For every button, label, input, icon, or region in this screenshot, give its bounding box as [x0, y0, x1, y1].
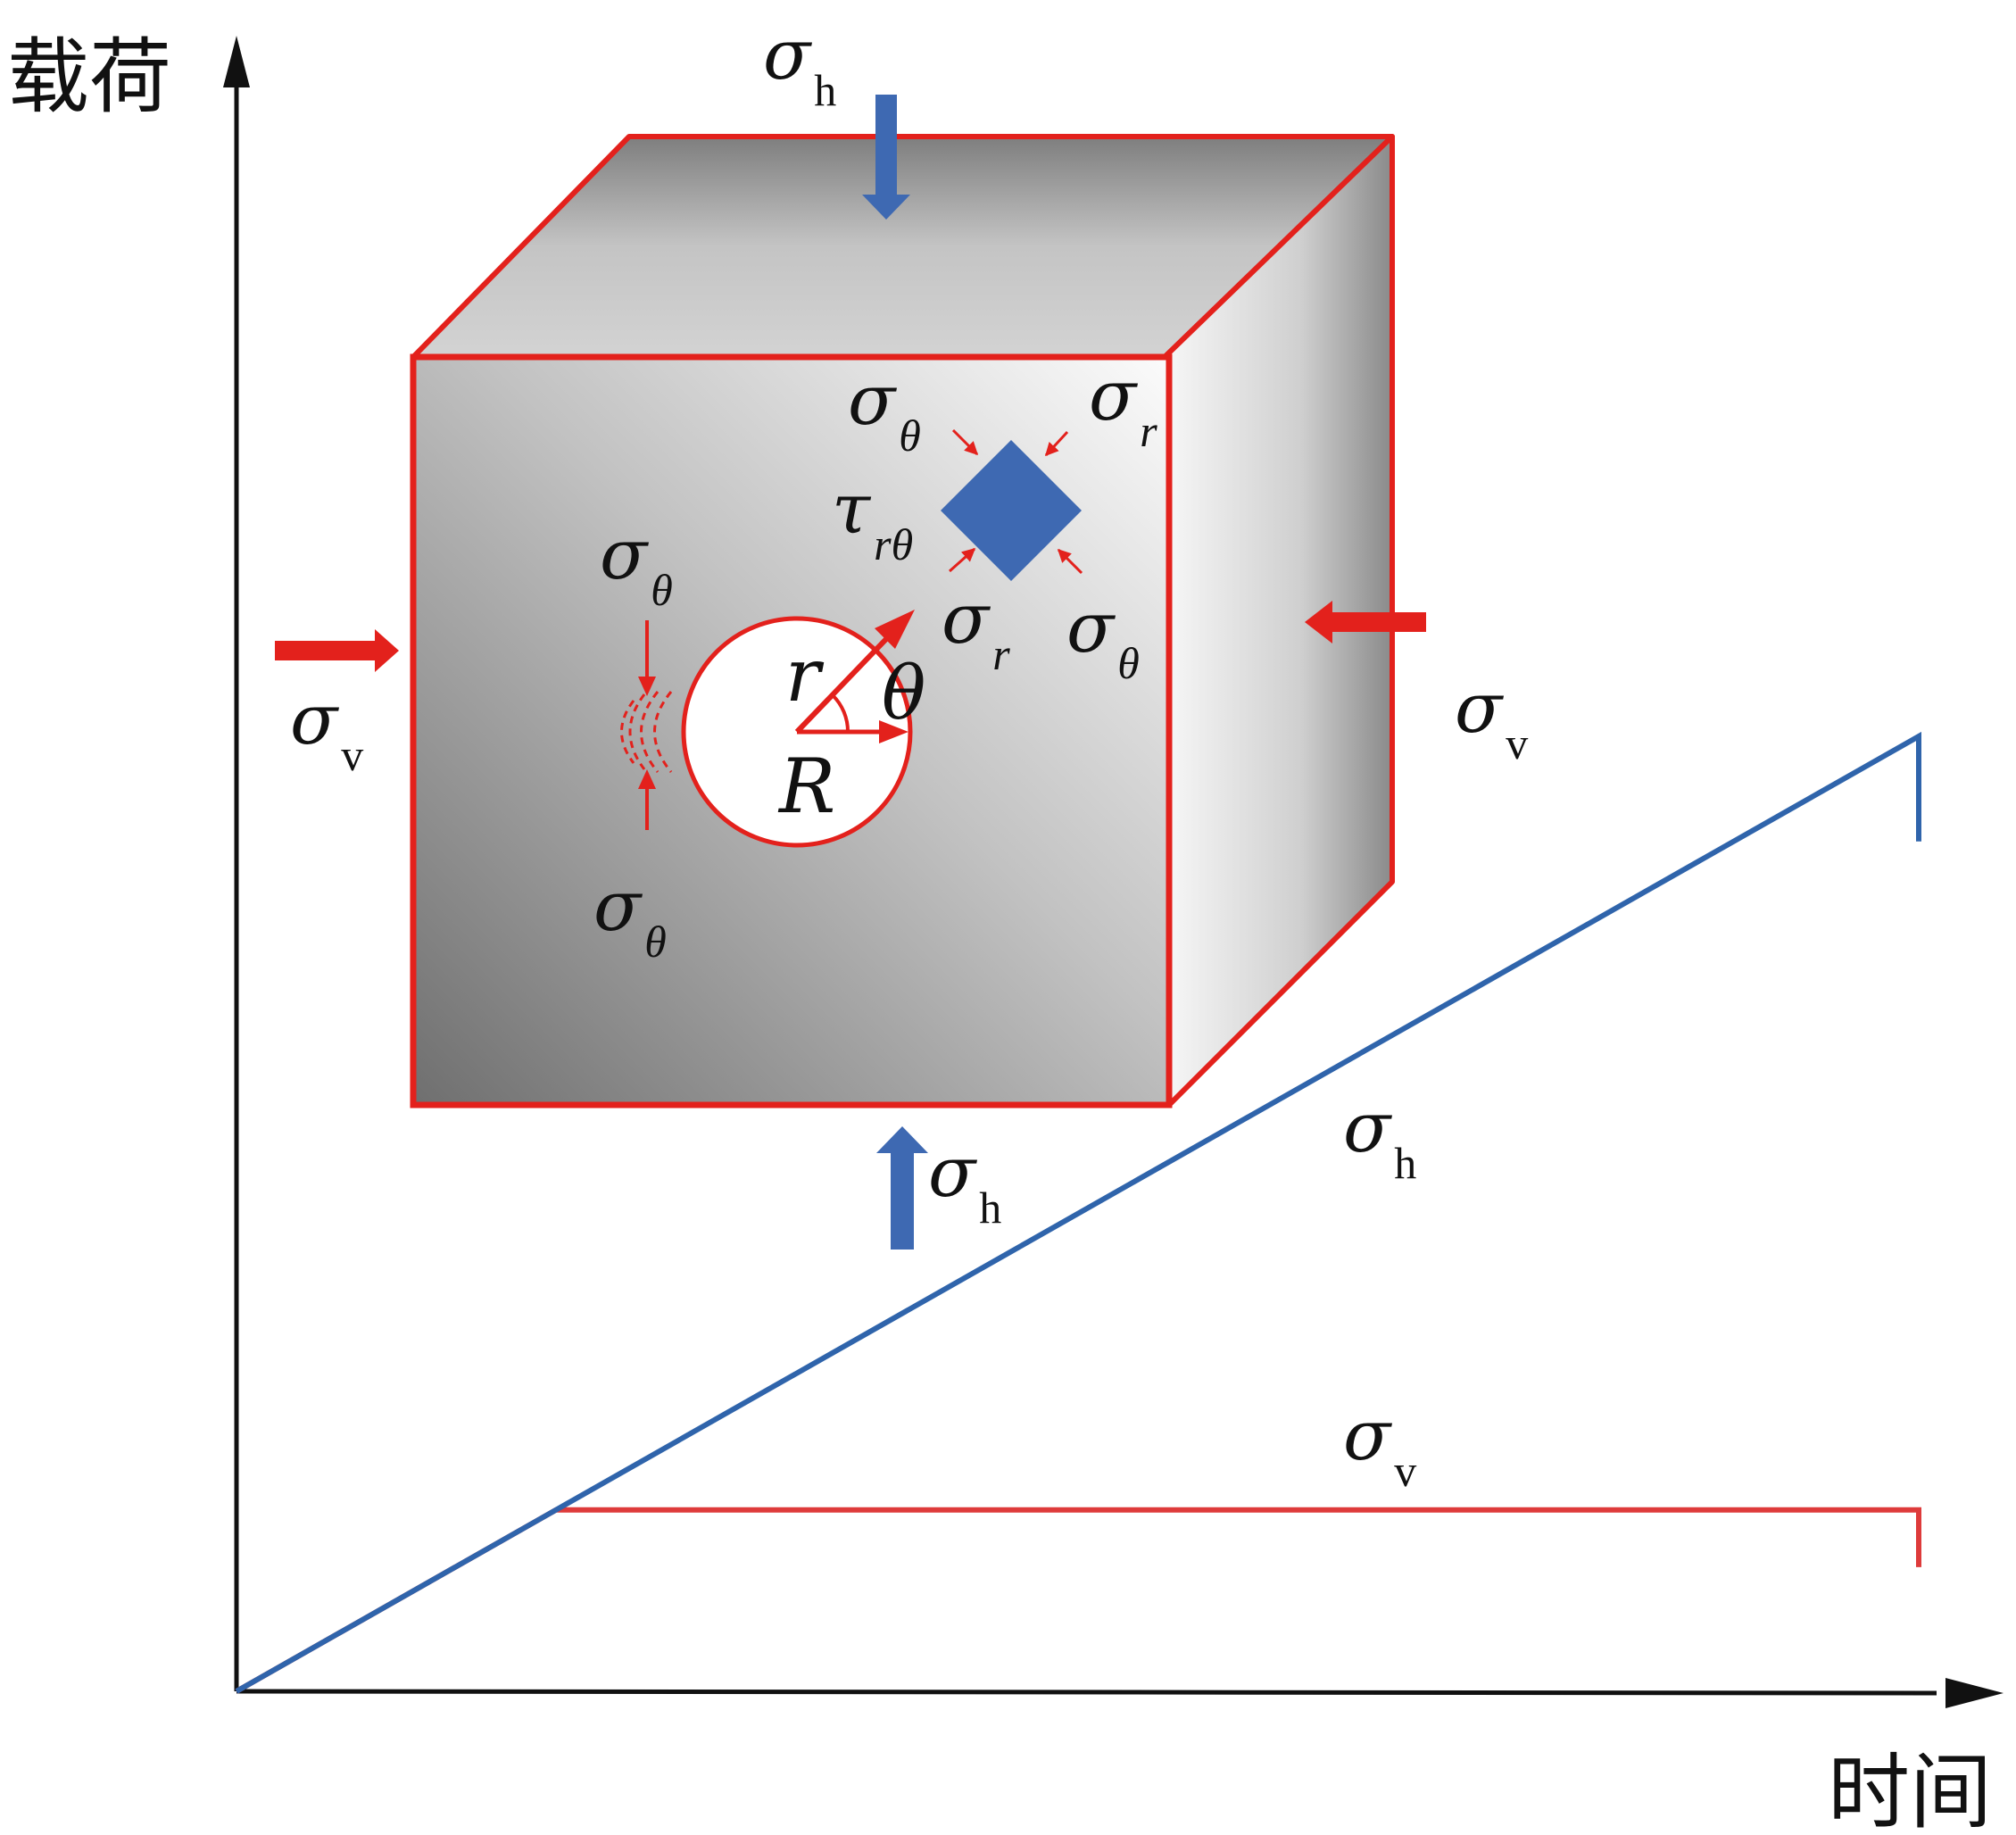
- label-sigma-theta-bottom: σθ: [593, 867, 667, 967]
- sigma-v-left-head: [375, 629, 399, 672]
- theta-angle-arc: [831, 693, 850, 733]
- y-axis-arrowhead: [223, 36, 250, 87]
- load-arrows: [275, 95, 1426, 1250]
- sigma-h-top-shaft: [875, 95, 897, 197]
- x-axis-label: 时间: [1828, 1745, 1992, 1835]
- R-arrowhead: [879, 720, 908, 743]
- label-curve-sigma-h: σh: [1343, 1088, 1416, 1188]
- sigma-h-bottom-shaft: [891, 1151, 914, 1250]
- load-time-curves: [235, 731, 1921, 1694]
- label-tau-r-theta: τrθ: [832, 469, 913, 569]
- curve-sigma-v: [235, 1507, 1921, 1694]
- rock-cube: [410, 134, 1395, 1108]
- x-axis-arrowhead: [1945, 1678, 2004, 1708]
- label-element-sigma-r-upper: σr: [1089, 356, 1157, 456]
- label-sigma-v-right: σv: [1455, 668, 1528, 768]
- labels: σh σh σv σv σθ σθ σθ σr τrθ σr σθ r θ R …: [290, 15, 1528, 1496]
- sigma-v-right-shaft: [1330, 612, 1426, 632]
- sigma-h-bottom-head: [876, 1126, 928, 1153]
- label-sigma-v-left: σv: [290, 680, 363, 780]
- label-element-sigma-theta-lower: σθ: [1066, 588, 1140, 688]
- x-axis-line: [236, 1689, 1937, 1696]
- sigma-v-right-head: [1305, 601, 1332, 643]
- label-sigma-h-top: σh: [763, 15, 836, 115]
- label-r: r: [785, 634, 825, 718]
- label-sigma-h-bottom: σh: [928, 1133, 1001, 1233]
- label-theta: θ: [882, 652, 925, 736]
- spalling-zone: [620, 691, 673, 773]
- curve-sigma-h: [235, 731, 1921, 1694]
- stress-element: [941, 440, 1082, 581]
- sigma-h-top-head: [862, 195, 910, 220]
- label-element-sigma-r-lower: σr: [942, 579, 1010, 679]
- label-element-sigma-theta-upper: σθ: [848, 361, 921, 461]
- label-curve-sigma-v: σv: [1343, 1396, 1416, 1496]
- radius-arrowhead: [875, 610, 915, 649]
- sigma-theta-arrowhead-bottom: [638, 769, 656, 789]
- stress-element-arrows: [949, 428, 1083, 575]
- label-R: R: [777, 743, 835, 830]
- y-axis-label: 载荷: [7, 29, 171, 125]
- sigma-v-left-shaft: [275, 641, 377, 660]
- label-sigma-theta-top: σθ: [600, 515, 673, 615]
- axes: 载荷 时间: [7, 29, 2004, 1835]
- sigma-theta-arrowhead-top: [638, 677, 656, 696]
